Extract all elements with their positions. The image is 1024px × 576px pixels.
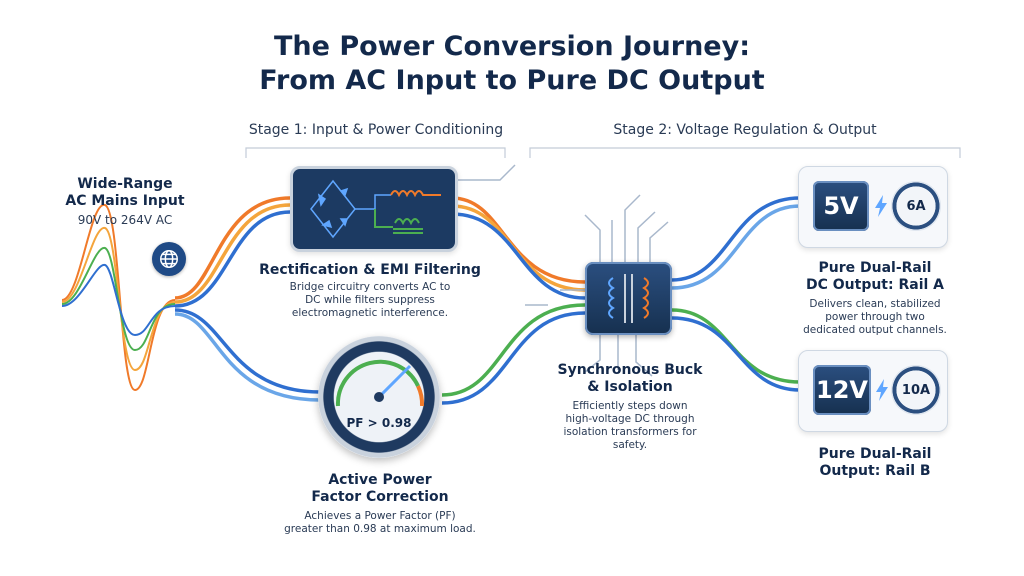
rail-a-current: 6A [891, 181, 941, 231]
input-range: 90V to 264V AC [77, 213, 173, 227]
rect-desc-1: Bridge circuitry converts AC to [289, 281, 451, 293]
buck-desc-2: high-voltage DC through [565, 413, 695, 425]
pfc-desc-2: greater than 0.98 at maximum load. [284, 523, 476, 535]
transformer-icon [608, 274, 649, 323]
input-heading-2: AC Mains Input [65, 193, 185, 209]
rail-b-heading-2: Output: Rail B [819, 463, 931, 479]
rectification-card [290, 166, 458, 252]
pfc-heading-1: Active Power [328, 472, 432, 488]
buck-desc-4: safety. [612, 439, 648, 451]
buck-desc-1: Efficiently steps down [572, 400, 688, 412]
rail-a-voltage: 5V [813, 181, 869, 231]
stage1-label: Stage 1: Input & Power Conditioning [248, 122, 504, 138]
rect-desc-2: DC while filters suppress [305, 294, 435, 306]
inductor-icon [390, 190, 441, 198]
rail-a-desc-3: dedicated output channels. [803, 324, 947, 336]
lightning-icon [876, 379, 888, 401]
rect-heading: Rectification & EMI Filtering [259, 262, 481, 278]
rail-a-heading-1: Pure Dual-Rail [818, 260, 932, 276]
page-subtitle: From AC Input to Pure DC Output [259, 65, 765, 96]
buck-heading-2: & Isolation [587, 379, 673, 395]
gauge-label: PF > 0.98 [346, 416, 412, 430]
rail-b-heading-1: Pure Dual-Rail [818, 446, 932, 462]
pfc-heading-2: Factor Correction [311, 489, 449, 505]
pfc-gauge: PF > 0.98 [318, 336, 440, 458]
stage2-label: Stage 2: Voltage Regulation & Output [613, 122, 877, 138]
rail-b-card: 12V 10A [798, 350, 948, 432]
buck-heading-1: Synchronous Buck [557, 362, 703, 378]
transformer-chip [585, 262, 672, 335]
rail-b-current: 10A [891, 365, 941, 415]
globe-icon [152, 242, 186, 276]
page-title: The Power Conversion Journey: [273, 31, 751, 62]
lightning-icon [875, 195, 887, 217]
rail-b-voltage: 12V [813, 365, 871, 415]
rail-a-heading-2: DC Output: Rail A [805, 277, 945, 293]
rail-a-desc-1: Delivers clean, stabilized [809, 298, 941, 310]
bridge-rectifier-icon [310, 179, 441, 239]
rail-a-card: 5V 6A [798, 166, 948, 248]
rect-desc-3: electromagnetic interference. [291, 307, 449, 319]
buck-desc-3: isolation transformers for [563, 426, 697, 438]
ac-waveform [61, 204, 176, 392]
rail-a-desc-2: power through two [825, 311, 925, 323]
pfc-desc-1: Achieves a Power Factor (PF) [304, 510, 456, 522]
input-heading-1: Wide-Range [77, 176, 173, 192]
gauge-needle [335, 359, 425, 407]
